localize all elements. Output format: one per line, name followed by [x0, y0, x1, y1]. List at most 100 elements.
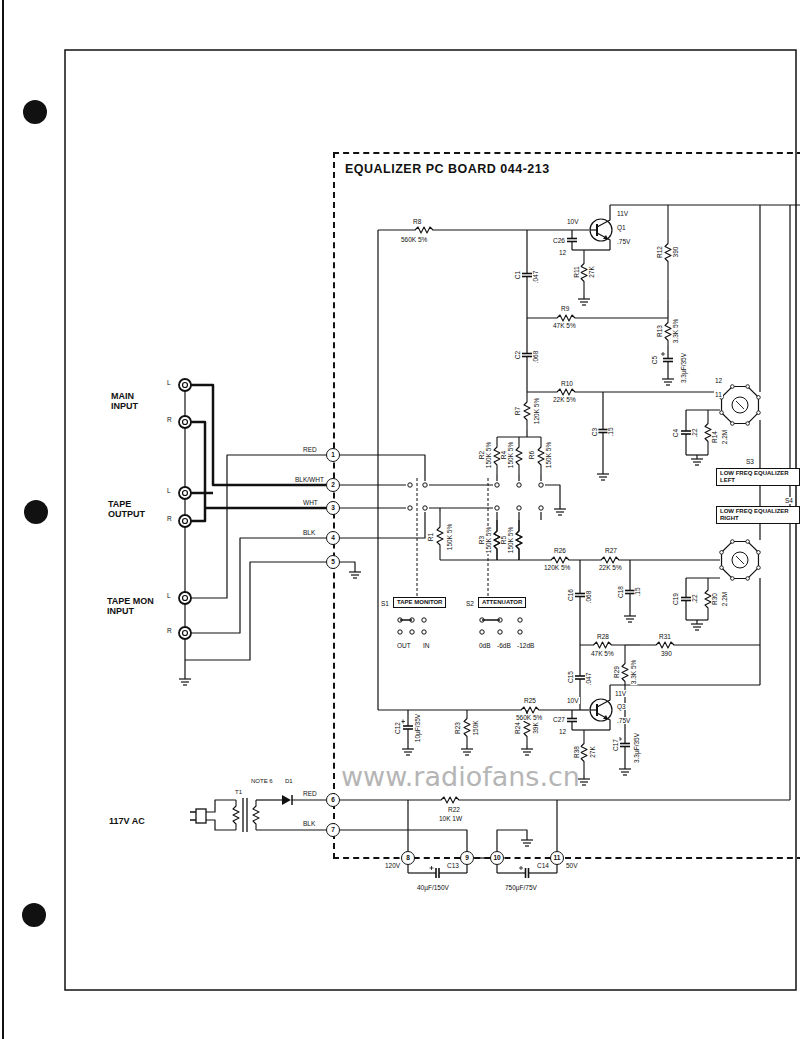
- ground-symbol: [597, 473, 609, 474]
- switch-contact: [746, 540, 750, 544]
- wire: [417, 478, 418, 597]
- switch-label-box: LOW FREQ EQUALIZER RIGHT: [716, 506, 800, 524]
- ground-symbol: [582, 304, 586, 305]
- connector-label: TAPE MON INPUT: [106, 597, 156, 617]
- capacitor-lead: [529, 872, 558, 873]
- terminal-circle: 4: [326, 531, 340, 545]
- node-text: 4: [331, 535, 335, 542]
- resistor-symbol: [378, 227, 470, 233]
- part-label: 10µF/35V: [414, 713, 421, 743]
- part-label: R3: [478, 535, 485, 545]
- part-label: 390: [660, 650, 673, 657]
- wire: [429, 507, 493, 508]
- connector-label: RED: [302, 446, 318, 453]
- resistor-symbol: [622, 645, 628, 700]
- ground-symbol: [580, 301, 588, 302]
- capacitor-lead: [667, 345, 668, 359]
- wire: [340, 562, 355, 568]
- part-label: 11V: [616, 210, 629, 217]
- capacitor-lead: [685, 578, 686, 598]
- jack-symbol: [179, 379, 191, 391]
- wire: [377, 230, 378, 710]
- jack-symbol: [179, 515, 191, 527]
- switch-contact: [757, 566, 761, 570]
- wire: [545, 485, 560, 505]
- ground-symbol: [404, 751, 412, 752]
- part-label: 120K 5%: [533, 397, 540, 425]
- part-label: R7: [514, 406, 521, 416]
- capacitor-plate: [403, 728, 413, 730]
- resistor-symbol: [538, 437, 544, 475]
- wire: [185, 562, 326, 660]
- ground-symbol: [556, 511, 564, 512]
- switch-contact: [398, 630, 402, 634]
- jack-symbol: [183, 383, 188, 388]
- capacitor-plate: [403, 725, 413, 727]
- part-label: R26: [553, 547, 567, 554]
- resistor-symbol: [581, 730, 587, 775]
- resistor-symbol: [253, 800, 259, 830]
- part-label: R27: [604, 547, 618, 554]
- wire: [407, 865, 408, 873]
- part-label: 12: [714, 377, 723, 384]
- wire: [579, 630, 580, 645]
- rotary-switch: [732, 552, 748, 568]
- rotary-switch: [722, 542, 759, 579]
- capacitor-lead: [571, 710, 572, 719]
- jack-symbol: [179, 416, 191, 428]
- part-label: R9: [560, 305, 570, 312]
- watermark: www.radiofans.cn: [340, 762, 581, 792]
- ground-symbol: [406, 754, 410, 755]
- wire: [191, 455, 326, 598]
- ground-symbol: [402, 748, 414, 749]
- connector-label: R: [166, 416, 173, 423]
- terminal-circle: 3: [326, 501, 340, 515]
- part-label: R12: [656, 245, 663, 259]
- wire: [340, 455, 425, 481]
- wire: [340, 512, 425, 538]
- part-label: 27K: [588, 265, 595, 279]
- wire: [690, 644, 760, 645]
- terminal-circle: 8: [401, 851, 415, 865]
- wire: [526, 380, 527, 392]
- connector-label: BLK/WHT: [294, 476, 325, 483]
- switch-contact: [517, 483, 521, 487]
- capacitor-plate: [620, 746, 630, 748]
- part-label: Q1: [616, 224, 627, 231]
- ground-symbol: [525, 845, 529, 846]
- part-label: 12: [558, 249, 567, 256]
- rotary-switch: [736, 556, 744, 564]
- part-label: 50V: [565, 862, 579, 869]
- wire: [191, 385, 326, 485]
- capacitor-plate: [575, 678, 585, 680]
- node-text: 3: [331, 505, 335, 512]
- connector-label: L: [166, 379, 172, 386]
- connector-label: L: [166, 592, 172, 599]
- capacitor-plate: [598, 432, 608, 434]
- resistor-symbol: [665, 205, 671, 300]
- part-label: C2: [514, 350, 521, 360]
- ground-symbol: [580, 781, 588, 782]
- part-label: -6dB: [496, 642, 512, 649]
- ground-symbol: [558, 514, 562, 515]
- wire-connector: [474, 857, 490, 858]
- ground-symbol: [619, 768, 631, 769]
- switch-contact: [495, 483, 499, 487]
- jack-symbol: [179, 487, 191, 499]
- emitter-arrow: [603, 715, 608, 719]
- part-label: 150K 5%: [485, 526, 492, 554]
- rotary-switch: [732, 397, 748, 413]
- switch-contact: [731, 540, 735, 544]
- capacitor-lead: [407, 710, 408, 726]
- transistor-symbol: [597, 205, 610, 227]
- part-label: C26: [552, 237, 566, 244]
- resistor-symbol: [464, 710, 470, 745]
- capacitor-lead: [526, 330, 527, 354]
- part-label: 3.3K 5%: [672, 318, 679, 345]
- part-label: 11: [714, 391, 723, 398]
- switch-contact: [746, 577, 750, 581]
- part-label: 22K 5%: [598, 564, 623, 571]
- wire: [466, 865, 467, 873]
- part-label: R1: [427, 532, 434, 542]
